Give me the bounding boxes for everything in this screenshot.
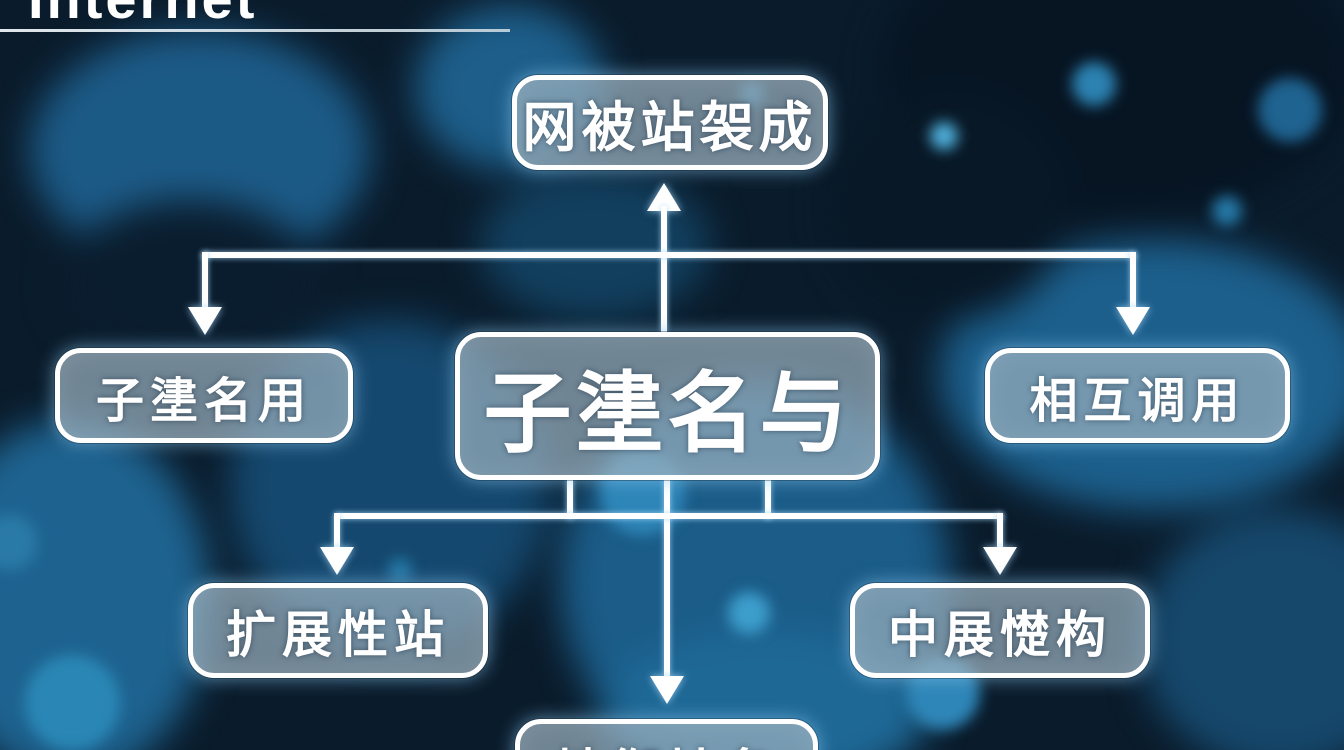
- page-title: Internet: [28, 0, 257, 31]
- connector-line: [997, 513, 1003, 547]
- diagram-node-bottom: 地衔址名: [515, 719, 818, 750]
- glow-dot: [1258, 78, 1322, 142]
- connector-line: [765, 478, 771, 519]
- diagram-node-top: 网被站袈成: [512, 75, 828, 170]
- diagram-node-bottom-left: 扩展性站: [188, 583, 488, 678]
- diagram-node-center: 子堻名与: [455, 332, 880, 480]
- arrow-down-icon: [983, 547, 1017, 575]
- glow-dot: [1212, 196, 1242, 226]
- glow-dot: [1072, 62, 1116, 106]
- arrow-down-icon: [320, 547, 354, 575]
- connector-line: [334, 513, 340, 547]
- node-label: 相互调用: [1029, 374, 1246, 428]
- diagram-node-left: 子堻名用: [55, 348, 353, 443]
- diagram-node-bottom-right: 中展憷构: [850, 583, 1150, 678]
- glow-dot: [930, 122, 958, 150]
- diagram-node-right: 相互调用: [985, 348, 1290, 443]
- header-divider: [0, 29, 510, 32]
- node-label: 中展憷构: [888, 606, 1112, 663]
- connector-line: [567, 478, 573, 519]
- glow-dot: [0, 515, 37, 570]
- arrow-down-icon: [188, 307, 222, 335]
- glow-dot: [25, 655, 120, 750]
- connector-line: [202, 252, 208, 307]
- node-label: 地衔址名: [555, 733, 779, 750]
- glow-dot: [728, 592, 770, 634]
- connector-line: [337, 513, 1003, 519]
- node-label: 子堻名用: [95, 374, 312, 428]
- arrow-down-icon: [1116, 307, 1150, 335]
- connector-line: [661, 206, 667, 332]
- glow-dot: [388, 558, 412, 582]
- connector-line: [1130, 252, 1136, 307]
- arrow-down-icon: [650, 676, 684, 704]
- node-label: 网被站袈成: [522, 98, 818, 158]
- connector-line: [202, 252, 1136, 258]
- node-label: 子堻名与: [483, 363, 852, 463]
- connector-line: [664, 478, 670, 676]
- node-label: 扩展性站: [226, 606, 450, 663]
- map-blob: [60, 200, 320, 370]
